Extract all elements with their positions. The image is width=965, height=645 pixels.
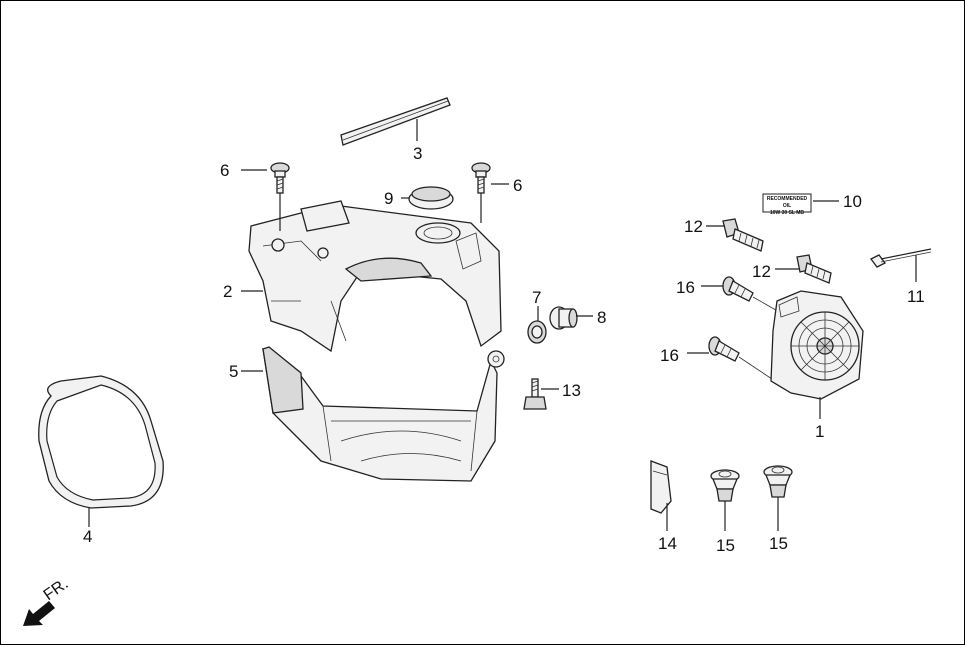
part-6-bolt-right (471, 162, 491, 194)
part-12-bolt-lower (796, 254, 832, 284)
leader-16-lower-to-cover (738, 356, 776, 382)
callout-16-upper: 16 (676, 278, 695, 297)
callout-8: 8 (597, 308, 607, 327)
part-5-lower-case (262, 346, 505, 482)
part-14-plate (650, 460, 672, 514)
part-15-rivet-right (763, 465, 793, 498)
oil-label-line2: 10W 30 SL MB (769, 210, 805, 216)
callout-4: 4 (83, 527, 93, 546)
callout-11: 11 (907, 287, 925, 306)
oil-label: RECOMMENDED OIL 10W 30 SL MB (763, 196, 811, 217)
part-4-gasket (38, 375, 164, 509)
part-13-bolt (523, 378, 547, 410)
part-10-label-plate (762, 193, 812, 213)
callout-10: 10 (843, 192, 862, 211)
callout-5: 5 (229, 362, 239, 381)
part-7-grommet (527, 320, 547, 344)
part-8-collar (549, 306, 578, 330)
part-16-bolt-lower (708, 336, 740, 362)
callout-6-left: 6 (220, 161, 230, 180)
part-16-bolt-upper (722, 276, 754, 302)
part-11-cable-tie (870, 248, 932, 268)
front-direction-arrow (23, 601, 55, 626)
part-9-cap (408, 186, 454, 210)
callout-15-left: 15 (716, 536, 735, 555)
oil-label-line1: RECOMMENDED OIL (766, 196, 808, 209)
callout-12-upper: 12 (684, 217, 703, 236)
part-6-bolt-left (270, 162, 290, 194)
callout-9: 9 (384, 189, 394, 208)
callout-13: 13 (562, 381, 581, 400)
callout-16-lower: 16 (660, 346, 679, 365)
callout-14: 14 (658, 534, 677, 553)
callout-15-right: 15 (769, 534, 788, 553)
part-3-strip (340, 97, 451, 146)
callout-3: 3 (413, 144, 423, 163)
callout-12-lower: 12 (752, 262, 771, 281)
part-12-bolt-upper (722, 218, 764, 252)
callout-1: 1 (815, 422, 825, 441)
part-15-rivet-left (710, 469, 740, 502)
callout-2: 2 (223, 282, 233, 301)
callout-7: 7 (532, 288, 542, 307)
part-1-fan-cover (770, 290, 864, 400)
callout-6-right: 6 (513, 176, 523, 195)
part-2-upper-case (248, 200, 502, 353)
